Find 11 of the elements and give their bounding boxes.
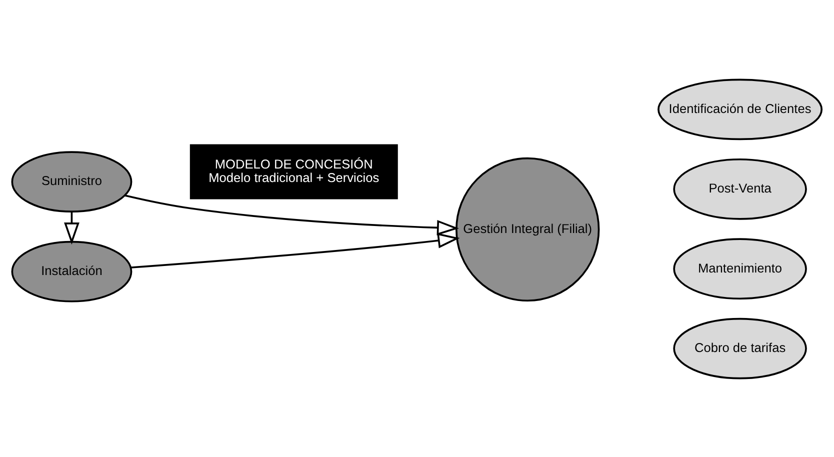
arrow — [64, 211, 80, 244]
arrow — [130, 232, 460, 268]
node-ellipse: Instalación — [11, 240, 132, 302]
node-circle: Gestión Integral (Filial) — [456, 156, 600, 302]
node-ellipse: Mantenimiento — [673, 238, 807, 300]
node-ellipse: Suministro — [11, 150, 132, 212]
node-ellipse: Cobro de tarifas — [673, 317, 807, 379]
node-ellipse: Post-Venta — [673, 158, 807, 220]
node-box: MODELO DE CONCESIÓN Modelo tradicional + Servicios — [190, 144, 398, 199]
arrow — [124, 194, 460, 235]
node-ellipse: Identificación de Clientes — [658, 78, 823, 140]
